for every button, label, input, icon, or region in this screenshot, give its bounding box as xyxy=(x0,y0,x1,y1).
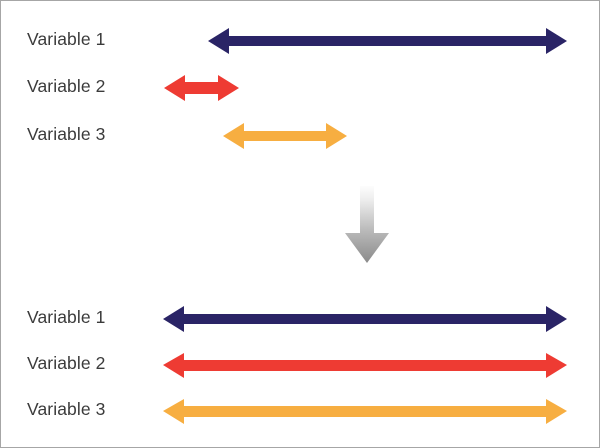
bottom-row-3-arrow xyxy=(163,399,567,424)
top-row-1-arrow xyxy=(208,28,567,54)
arrow-down-icon xyxy=(345,186,389,263)
top-row-2-arrow xyxy=(164,75,239,101)
top-row-1-label: Variable 1 xyxy=(27,29,106,49)
bottom-row-1-label: Variable 1 xyxy=(27,307,106,327)
bottom-row-1-arrow xyxy=(163,306,567,332)
bottom-group-arrows xyxy=(163,306,567,424)
top-row-3-label: Variable 3 xyxy=(27,124,106,144)
top-row-2-label: Variable 2 xyxy=(27,76,106,96)
top-row-3-arrow xyxy=(223,123,347,149)
bottom-row-3-label: Variable 3 xyxy=(27,399,106,419)
bottom-row-2-label: Variable 2 xyxy=(27,353,106,373)
top-group-arrows xyxy=(164,28,567,149)
bottom-row-2-arrow xyxy=(163,353,567,378)
